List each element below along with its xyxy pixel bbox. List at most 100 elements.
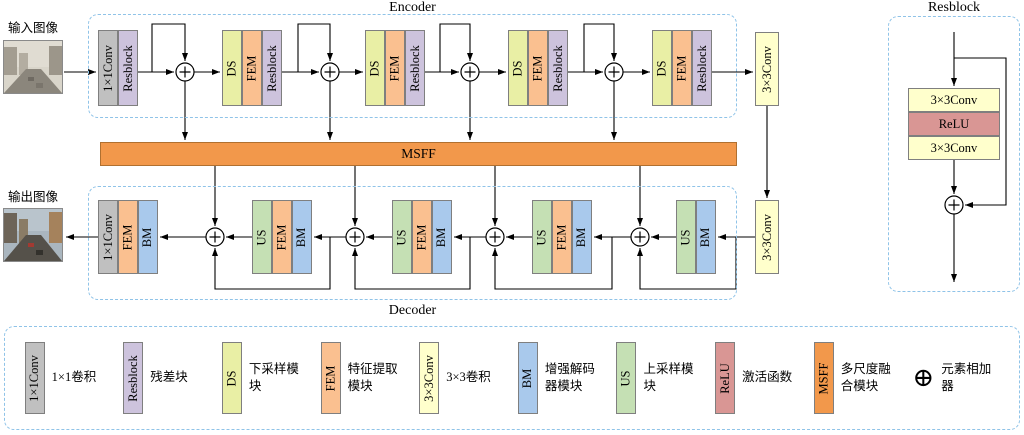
legend-item-add: ⊕ 元素相加器 [912, 361, 999, 396]
block-label: Resblock [120, 44, 135, 92]
block-label: DS [224, 60, 239, 76]
decoder-bm-block: BM [696, 200, 716, 274]
decoder-bm-block: BM [572, 200, 592, 274]
conv3x3-swatch: 3×3Conv [419, 342, 440, 414]
decoder-us-block: US [392, 200, 412, 274]
legend-item-bm: BM 增强解码器模块 [517, 342, 603, 414]
decoder-fem-block: FEM [118, 200, 138, 274]
legend-desc: 元素相加器 [941, 361, 992, 394]
block-label: BM [140, 227, 155, 247]
legend-item-relu: ReLU 激活函数 [715, 342, 800, 414]
decoder-fem-block: FEM [552, 200, 572, 274]
legend-item-us: US 上采样模块 [616, 342, 701, 414]
decoder-bm-block: BM [292, 200, 312, 274]
decoder-conv1x1-block: 1×1Conv [98, 200, 118, 274]
block-label: 3×3Conv [759, 213, 774, 261]
block-label: FEM [323, 365, 338, 391]
decoder-us-block: US [532, 200, 552, 274]
resblock-panel-title: Resblock [927, 0, 981, 15]
block-label: US [678, 229, 693, 245]
block-label: US [534, 229, 549, 245]
conv1x1-swatch: 1×1Conv [24, 342, 45, 414]
block-label: FEM [674, 55, 689, 81]
legend-item-resblock: Resblock 残差块 [123, 342, 208, 414]
encoder-ds-block: DS [365, 30, 385, 106]
legend-item-ds: DS 下采样模块 [221, 342, 307, 414]
resblock-relu: ReLU [908, 112, 1000, 136]
clear-street-photo [4, 209, 62, 261]
block-label: 1×1Conv [100, 44, 115, 92]
legend-desc: 下采样模块 [248, 361, 299, 394]
legend-desc: 激活函数 [742, 370, 793, 385]
encoder-title: Encoder [389, 0, 436, 15]
block-label: FEM [387, 55, 402, 81]
legend-desc: 多尺度融合模块 [840, 361, 891, 394]
block-label: BM [434, 227, 449, 247]
legend-desc: 增强解码器模块 [544, 361, 595, 394]
encoder-ds-block: DS [652, 30, 672, 106]
legend-item-fem: FEM 特征提取模块 [320, 342, 406, 414]
block-label: MSFF [816, 362, 831, 394]
add-icon: ⊕ [912, 363, 935, 392]
resblock-panel-box [888, 16, 1020, 292]
legend-desc: 上采样模块 [643, 361, 694, 394]
block-label: Resblock [125, 354, 140, 402]
block-label: DS [367, 60, 382, 76]
block-label: Resblock [264, 44, 279, 92]
block-label: FEM [244, 55, 259, 81]
block-label: FEM [274, 224, 289, 250]
encoder-ds-block: DS [222, 30, 242, 106]
decoder-conv3x3-block: 3×3Conv [755, 200, 779, 274]
block-label: US [618, 370, 633, 386]
fem-swatch: FEM [320, 342, 341, 414]
encoder-resblock: Resblock [118, 30, 138, 106]
block-label: US [254, 229, 269, 245]
decoder-bm-block: BM [138, 200, 158, 274]
input-image-label: 输入图像 [7, 21, 58, 35]
legend-item-conv1x1: 1×1Conv 1×1卷积 [24, 342, 110, 414]
decoder-fem-block: FEM [412, 200, 432, 274]
decoder-us-block: US [676, 200, 696, 274]
encoder-fem-block: FEM [672, 30, 692, 106]
output-image-photo [3, 208, 63, 262]
input-image-photo [3, 40, 63, 94]
block-label: DS [654, 60, 669, 76]
block-label: US [394, 229, 409, 245]
msff-bar: MSFF [100, 142, 737, 166]
decoder-title: Decoder [388, 303, 437, 318]
encoder-fem-block: FEM [528, 30, 548, 106]
legend-desc: 1×1卷积 [51, 370, 97, 385]
relu-swatch: ReLU [715, 342, 736, 414]
encoder-resblock: Resblock [405, 30, 425, 106]
block-label: BM [574, 227, 589, 247]
block-label: 1×1Conv [27, 354, 42, 402]
legend-desc: 3×3卷积 [446, 370, 491, 385]
legend-desc: 特征提取模块 [347, 361, 398, 394]
resblock-conv3x3-top: 3×3Conv [908, 88, 1000, 112]
legend-desc: 残差块 [150, 370, 188, 385]
encoder-ds-block: DS [508, 30, 528, 106]
resblock-swatch: Resblock [123, 342, 144, 414]
block-label: DS [510, 60, 525, 76]
resblock-conv3x3-bottom: 3×3Conv [908, 136, 1000, 160]
msff-swatch: MSFF [813, 342, 834, 414]
block-label: Resblock [694, 44, 709, 92]
encoder-resblock: Resblock [262, 30, 282, 106]
block-label: FEM [554, 224, 569, 250]
legend: 1×1Conv 1×1卷积 Resblock 残差块 DS 下采样模块 FEM … [4, 326, 1020, 430]
decoder-bm-block: BM [432, 200, 452, 274]
output-image-label: 输出图像 [7, 190, 58, 204]
bm-swatch: BM [517, 342, 538, 414]
block-label: BM [520, 368, 535, 388]
legend-item-conv3x3: 3×3Conv 3×3卷积 [419, 342, 504, 414]
block-label: ReLU [717, 362, 732, 394]
us-swatch: US [616, 342, 637, 414]
encoder-box [88, 14, 737, 118]
block-label: 1×1Conv [100, 213, 115, 261]
block-label: Resblock [407, 44, 422, 92]
decoder-box [88, 186, 737, 300]
block-label: 3×3Conv [759, 45, 774, 93]
encoder-fem-block: FEM [385, 30, 405, 106]
ds-swatch: DS [221, 342, 242, 414]
